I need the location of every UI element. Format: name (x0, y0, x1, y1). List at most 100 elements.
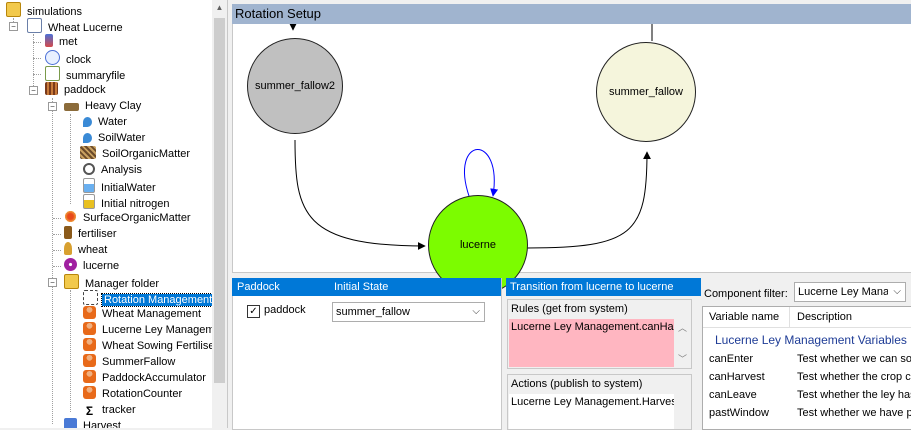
actions-group: Actions (publish to system) Lucerne Ley … (507, 374, 692, 430)
tree-node-initialwater[interactable]: InitialWater (83, 178, 158, 194)
sigma-icon: Σ (85, 404, 94, 418)
tree-node-paddock[interactable]: paddock (45, 82, 108, 98)
manager-icon (83, 338, 96, 351)
arc-summer-fallow2-to-lucerne[interactable] (294, 139, 426, 250)
arc-lucerne-to-summer-fallow[interactable] (526, 151, 651, 249)
wheat-icon (64, 242, 72, 255)
initial-state-dropdown[interactable]: summer_fallow ⌵ (332, 302, 485, 322)
rules-textbox[interactable]: Lucerne Ley Management.canHarvest (509, 319, 674, 367)
table-row[interactable]: canLeave Test whether the ley has (709, 389, 911, 401)
tree-node-soilwater[interactable]: SoilWater (83, 130, 147, 146)
paddock-enabled-checkbox[interactable]: ✓ (247, 305, 260, 318)
simulation-icon (27, 18, 42, 33)
actions-label: Actions (publish to system) (511, 378, 643, 390)
component-filter-label: Component filter: (704, 288, 788, 300)
collapse-paddock-toggle[interactable]: − (29, 86, 38, 95)
rotation-setup-title: Rotation Setup (232, 4, 911, 24)
tree-node-initial-nitrogen[interactable]: Initial nitrogen (83, 194, 172, 210)
folder-icon (6, 2, 21, 17)
paddock-row-label: paddock (264, 304, 306, 316)
chevron-down-icon: ﹀ (678, 354, 688, 364)
column-header-initial-state: Initial State (334, 281, 389, 293)
tree-node-fertiliser[interactable]: fertiliser (64, 226, 119, 242)
tree-node-wheat-management[interactable]: Wheat Management (83, 306, 203, 322)
tree-node-rotationcounter[interactable]: RotationCounter (83, 386, 184, 402)
actions-textbox[interactable]: Lucerne Ley Management.Harvest (509, 394, 674, 429)
harvest-icon (64, 418, 77, 428)
transition-header: Transition from lucerne to lucerne (506, 278, 701, 296)
collapse-heavy-clay-toggle[interactable]: − (48, 102, 57, 111)
scroll-up-icon[interactable]: ▲ (215, 3, 224, 12)
manager-icon (83, 370, 96, 383)
thermometer-icon (45, 34, 53, 47)
rules-scrollbar[interactable]: ︿ ﹀ (675, 319, 690, 367)
rotation-diagram-canvas[interactable]: summer_fallow2 summer_fallow lucerne (232, 24, 911, 295)
tree-node-lucerne-ley-management[interactable]: Lucerne Ley Managem (83, 322, 217, 338)
tree-scrollbar-thumb[interactable] (214, 18, 225, 383)
tree-node-water[interactable]: Water (83, 114, 129, 130)
tree-node-paddockaccumulator[interactable]: PaddockAccumulator (83, 370, 208, 386)
tree-node-wheat-lucerne[interactable]: Wheat Lucerne (27, 18, 125, 34)
water-drop-icon (83, 117, 92, 127)
column-header-paddock: Paddock (237, 281, 280, 293)
surface-organic-matter-icon (64, 210, 77, 223)
simulation-tree[interactable]: − − − − simulations Wheat Lucerne met cl… (0, 0, 228, 428)
tree-node-wheat-sowing-fertiliser[interactable]: Wheat Sowing Fertiliser (83, 338, 220, 354)
table-row[interactable]: canHarvest Test whether the crop can (709, 371, 911, 383)
table-row[interactable]: canEnter Test whether we can sow (709, 353, 911, 365)
tree-node-summaryfile[interactable]: summaryfile (45, 66, 127, 82)
component-filter-dropdown[interactable]: Lucerne Ley Manage ⌵ (794, 282, 906, 302)
manager-icon (83, 354, 96, 367)
paddock-grid[interactable] (232, 278, 502, 430)
clock-icon (45, 50, 60, 65)
tree-node-analysis[interactable]: Analysis (83, 162, 144, 178)
water-drop-icon (83, 133, 92, 143)
tree-node-wheat[interactable]: wheat (64, 242, 109, 258)
manager-icon (83, 386, 96, 399)
tree-node-lucerne[interactable]: lucerne (64, 258, 121, 274)
manager-icon (83, 306, 96, 319)
soil-organic-matter-icon (80, 146, 96, 159)
tree-node-manager-folder[interactable]: Manager folder (64, 274, 161, 290)
collapse-wheat-lucerne-toggle[interactable]: − (9, 22, 18, 31)
chevron-down-icon: ⌵ (893, 286, 901, 297)
tree-node-heavy-clay[interactable]: Heavy Clay (64, 98, 143, 114)
folder-icon (64, 274, 79, 289)
column-header-variable-name: Variable name (709, 311, 780, 323)
tree-node-rotation-management[interactable]: Rotation Management (83, 290, 216, 307)
tree-node-soilorganicmatter[interactable]: SoilOrganicMatter (80, 146, 192, 162)
tree-node-simulations[interactable]: simulations (6, 2, 84, 18)
tree-scrollbar[interactable]: ▲ (212, 0, 227, 428)
table-row[interactable]: pastWindow Test whether we have pass (709, 407, 911, 419)
nitrogen-icon (83, 194, 95, 209)
fertiliser-icon (64, 226, 72, 239)
rules-group: Rules (get from system) Lucerne Ley Mana… (507, 299, 692, 369)
variables-grid[interactable]: Variable name Description Lucerne Ley Ma… (702, 306, 911, 430)
soil-icon (64, 103, 79, 111)
tree-node-surfaceorganicmatter[interactable]: SurfaceOrganicMatter (64, 210, 193, 226)
tree-node-clock[interactable]: clock (45, 50, 93, 66)
paddock-grid-header: Paddock Initial State (232, 278, 501, 296)
chevron-up-icon: ︿ (678, 323, 688, 333)
magnifier-icon (83, 163, 95, 175)
lucerne-icon (64, 258, 77, 271)
collapse-manager-folder-toggle[interactable]: − (48, 278, 57, 287)
manager-icon (83, 322, 96, 335)
variables-group-title: Lucerne Ley Management Variables (715, 333, 907, 347)
arc-lucerne-self-loop[interactable] (464, 149, 499, 197)
rotation-arcs (289, 24, 653, 250)
column-header-description: Description (797, 311, 853, 323)
chevron-down-icon: ⌵ (472, 306, 480, 317)
tree-node-harvest[interactable]: Harvest (64, 418, 123, 428)
state-summer-fallow[interactable]: summer_fallow (596, 42, 696, 142)
paddock-icon (45, 82, 58, 95)
tree-node-met[interactable]: met (45, 34, 79, 50)
rotation-icon (83, 290, 98, 305)
rules-label: Rules (get from system) (511, 303, 628, 315)
tree-node-summerfallow[interactable]: SummerFallow (83, 354, 177, 370)
beaker-icon (83, 178, 95, 193)
summary-file-icon (45, 66, 60, 81)
variables-grid-header: Variable name Description (703, 307, 911, 328)
state-summer-fallow2[interactable]: summer_fallow2 (247, 38, 343, 134)
